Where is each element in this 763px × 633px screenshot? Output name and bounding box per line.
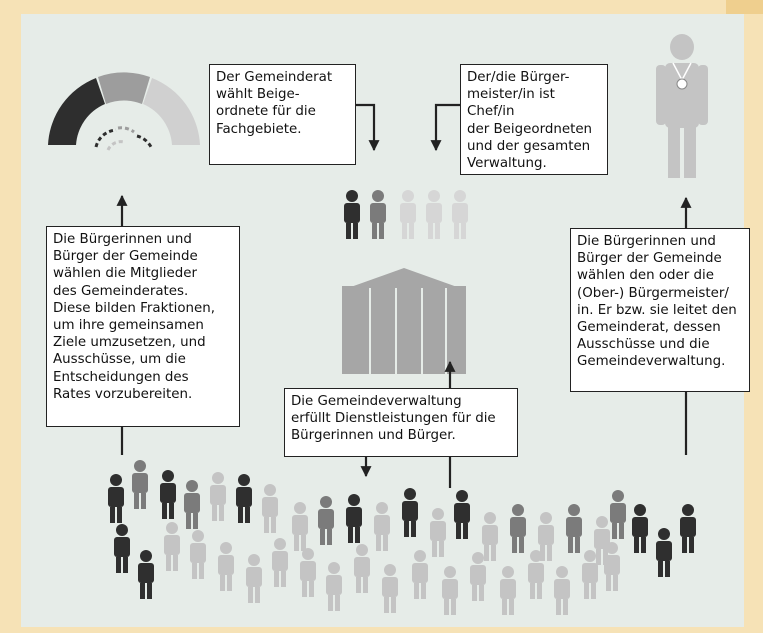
council-elects-deputies-text: Der Gemeinderat wählt Beige- ordnete für… (209, 64, 356, 165)
citizens-elect-council-text: Die Bürgerinnen und Bürger der Gemeinde … (46, 226, 240, 427)
deputies-icon (344, 190, 468, 239)
council-seat-light (143, 78, 200, 145)
citizens-crowd-icon (108, 460, 696, 615)
mayor-role-text: Der/die Bürger- meister/in ist Chef/in d… (460, 64, 608, 175)
administration-services-text: Die Gemeindeverwaltung erfüllt Dienstlei… (284, 388, 518, 457)
citizens-elect-mayor-text: Die Bürgerinnen und Bürger der Gemeinde … (570, 228, 750, 392)
council-chamber-icon (48, 72, 200, 151)
council-seat-grey (98, 72, 150, 104)
arrow-mayor-to-deputies (430, 103, 460, 152)
corner-tab (726, 0, 763, 14)
mayor-icon (656, 34, 708, 178)
arrow-council-to-deputies (356, 103, 380, 152)
town-hall-icon (342, 268, 466, 374)
council-seat-dark (48, 78, 105, 145)
